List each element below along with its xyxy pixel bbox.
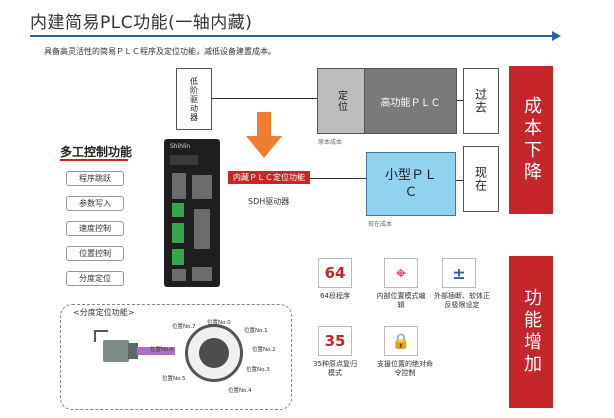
func-speed-control: 速度控制 bbox=[66, 221, 124, 236]
low-drive-label: 低阶驱动器 bbox=[189, 76, 199, 122]
servo-motor-icon bbox=[103, 340, 129, 362]
position-label-3: 位置No.3 bbox=[246, 367, 270, 373]
position-label-1: 位置No.1 bbox=[244, 328, 268, 334]
func-position-control: 位置控制 bbox=[66, 246, 124, 261]
original-cost-caption: 原本成本 bbox=[318, 139, 343, 146]
positioning-module-box: 定位 bbox=[317, 68, 365, 134]
now-label: 现在 bbox=[473, 166, 488, 192]
connector-now bbox=[310, 178, 366, 179]
multi-control-underline bbox=[60, 159, 128, 161]
down-arrow-icon bbox=[246, 136, 282, 158]
connector-past-right bbox=[457, 100, 463, 101]
drive-port bbox=[172, 269, 186, 281]
title-arrow-icon bbox=[552, 31, 561, 41]
64-segment-icon: 64 bbox=[318, 258, 352, 288]
feature-caption-64: 64段程序 bbox=[320, 292, 350, 300]
drive-port bbox=[172, 173, 186, 199]
drive-display bbox=[170, 155, 198, 165]
feature-caption-external: 外部插断、软体正反极限设定 bbox=[434, 292, 490, 309]
down-arrow-shaft bbox=[257, 112, 271, 138]
motor-cable bbox=[94, 330, 108, 342]
positioning-label: 定位 bbox=[335, 90, 347, 112]
indexing-disk-hub bbox=[199, 338, 229, 368]
function-up-banner: 功能增加 bbox=[509, 256, 553, 408]
motor-flange bbox=[128, 343, 138, 359]
drive-terminal bbox=[172, 223, 184, 243]
internal-position-icon: ⌖ bbox=[384, 258, 418, 288]
external-speed-icon: ± bbox=[442, 258, 476, 288]
current-cost-caption: 现在成本 bbox=[368, 221, 393, 228]
small-plc-label: 小型ＰＬＣ bbox=[384, 168, 437, 200]
servo-drive-image: Shihlin bbox=[164, 139, 220, 287]
drive-port bbox=[194, 209, 210, 249]
multi-control-title: 多工控制功能 bbox=[60, 145, 133, 159]
position-label-5: 位置No.5 bbox=[162, 376, 186, 382]
position-label-2: 位置No.2 bbox=[252, 347, 276, 353]
35-origin-icon: 35 bbox=[318, 326, 352, 356]
drive-terminal bbox=[172, 249, 184, 265]
page-subtitle: 具备高灵活性的简易ＰＬＣ程序及定位功能，减低设备建置成本。 bbox=[44, 47, 276, 56]
connector-past bbox=[212, 98, 318, 99]
feature-caption-35: 35种原点复归模式 bbox=[313, 360, 357, 377]
low-drive-box: 低阶驱动器 bbox=[176, 68, 212, 130]
past-label: 过去 bbox=[473, 88, 488, 114]
sdh-driver-label: SDH驱动器 bbox=[248, 197, 290, 206]
shaft-coupler bbox=[137, 347, 175, 355]
drive-logo: Shihlin bbox=[170, 143, 191, 150]
feature-caption-absolute: 支援位置的绝对命令控制 bbox=[377, 360, 433, 377]
page-title: 内建简易PLC功能(一轴内藏) bbox=[30, 13, 253, 33]
cost-down-label: 成本下降 bbox=[521, 96, 542, 184]
position-label-7: 位置No.7 bbox=[172, 324, 196, 330]
past-box: 过去 bbox=[463, 68, 499, 134]
func-program-jump: 程序跳跃 bbox=[66, 171, 124, 186]
indexing-title: <分度定位功能> bbox=[73, 308, 135, 317]
drive-port bbox=[192, 175, 212, 199]
cost-down-banner: 成本下降 bbox=[509, 66, 553, 214]
high-plc-label: 高功能ＰＬＣ bbox=[380, 97, 441, 109]
function-up-label: 功能增加 bbox=[521, 288, 542, 376]
drive-terminal bbox=[172, 203, 184, 217]
position-label-6: 位置No.6 bbox=[150, 347, 174, 353]
title-underline bbox=[30, 35, 558, 37]
position-label-4: 位置No.4 bbox=[228, 388, 252, 394]
drive-port bbox=[192, 267, 212, 281]
position-label-0: 位置No.0 bbox=[207, 320, 231, 326]
func-indexing: 分度定位 bbox=[66, 271, 124, 286]
builtin-plc-badge: 内藏ＰＬＣ定位功能 bbox=[228, 171, 310, 184]
now-box: 现在 bbox=[463, 146, 499, 212]
connector-now-right bbox=[456, 180, 463, 181]
indexing-panel bbox=[60, 304, 292, 410]
feature-caption-internal-position: 内部位置模式编辑 bbox=[376, 292, 426, 309]
func-parameter-write: 参数写入 bbox=[66, 196, 124, 211]
small-plc-box: 小型ＰＬＣ bbox=[366, 152, 456, 216]
high-function-plc-box: 高功能ＰＬＣ bbox=[365, 68, 457, 134]
positioning-absolute-icon: 🔒 bbox=[384, 326, 418, 356]
